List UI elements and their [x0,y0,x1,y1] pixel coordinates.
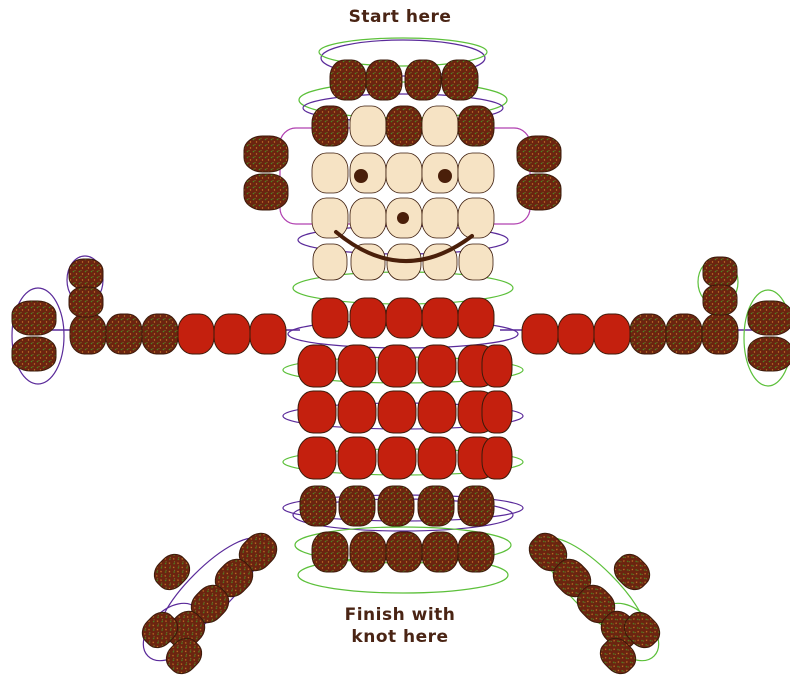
bead [312,153,348,193]
bead [458,106,494,146]
bead [418,345,456,387]
bead [594,314,630,354]
bead [338,391,376,433]
bead [702,314,738,354]
bead [339,486,375,526]
bead [69,259,103,289]
bead [386,153,422,193]
finish-knot-label: Finish with knot here [290,604,510,648]
beads-layer [12,60,790,679]
bead [522,314,558,354]
bead [178,314,214,354]
bead [386,532,422,572]
bead [748,337,790,371]
left-eye [354,169,368,183]
bead [214,314,250,354]
bead [244,174,288,210]
right-eye [438,169,452,183]
bead [69,287,103,317]
bead [312,198,348,238]
bead [378,345,416,387]
bead [458,298,494,338]
bead [338,437,376,479]
bead [422,198,458,238]
bead [312,532,348,572]
bead [300,486,336,526]
bead [378,437,416,479]
bead [482,345,512,387]
bead [703,285,737,315]
bead [609,549,656,596]
bead [459,244,493,280]
finish-label-line-1: Finish with [290,604,510,626]
bead [458,153,494,193]
bead [350,298,386,338]
nose [397,212,409,224]
bead [250,314,286,354]
bead [351,244,385,280]
bead [298,437,336,479]
bead [422,298,458,338]
bead [366,60,402,100]
bead [378,486,414,526]
bead [422,106,458,146]
bead [313,244,347,280]
bead [482,391,512,433]
bead [482,437,512,479]
bead [517,136,561,172]
bead [312,106,348,146]
bead [330,60,366,100]
bead [312,298,348,338]
bead [298,391,336,433]
bead [350,106,386,146]
start-here-label: Start here [300,6,500,28]
bead [70,314,106,354]
bead [418,437,456,479]
bead [12,301,56,335]
bead [338,345,376,387]
finish-label-line-2: knot here [290,626,510,648]
bead [298,345,336,387]
bead [386,106,422,146]
bead [350,198,386,238]
bead [442,60,478,100]
bead [748,301,790,335]
bead [418,391,456,433]
bead [630,314,666,354]
bead [142,314,178,354]
bead [458,532,494,572]
bead [703,257,737,287]
bead [418,486,454,526]
bead [558,314,594,354]
bead [350,532,386,572]
bead [244,136,288,172]
bead [12,337,56,371]
bead [666,314,702,354]
bead [405,60,441,100]
bead [458,198,494,238]
bead [422,532,458,572]
bead [106,314,142,354]
bead [149,549,196,596]
bead [386,298,422,338]
bead [378,391,416,433]
bead [517,174,561,210]
bead [458,486,494,526]
